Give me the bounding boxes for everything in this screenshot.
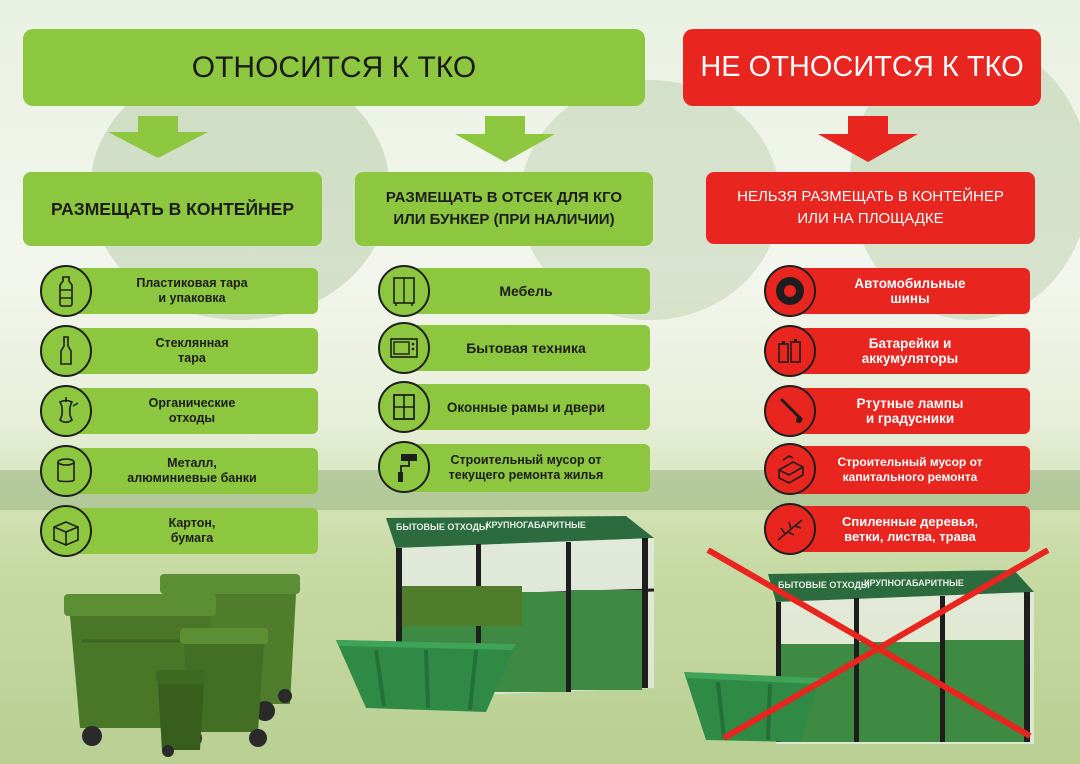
list-item-label: Батарейки и аккумуляторы xyxy=(861,336,959,366)
wardrobe-icon xyxy=(378,265,430,317)
waste-bins-illustration xyxy=(64,574,300,757)
subheader-forbidden: НЕЛЬЗЯ РАЗМЕЩАТЬ В КОНТЕЙНЕР ИЛИ НА ПЛОЩ… xyxy=(706,172,1035,244)
list-item-label: Бытовая техника xyxy=(466,339,586,356)
list-item-label: Строительный мусор от текущего ремонта ж… xyxy=(448,453,604,482)
list-item-label: Органические отходы xyxy=(148,396,236,425)
list-item-windows-doors: Оконные рамы и двери xyxy=(402,384,650,430)
header-not-belongs-label: НЕ ОТНОСИТСЯ К ТКО xyxy=(700,51,1024,83)
shelter-sign-household: БЫТОВЫЕ ОТХОДЫ xyxy=(778,580,870,590)
list-item-furniture: Мебель xyxy=(402,268,650,314)
list-item-label: Автомобильные шины xyxy=(854,276,966,306)
subheader-container-label: РАЗМЕЩАТЬ В КОНТЕЙНЕР xyxy=(50,198,295,219)
plastic-bottle-icon xyxy=(40,265,92,317)
list-item-capital-repair-debris: Строительный мусор от капитального ремон… xyxy=(790,446,1030,494)
paint-roller-icon xyxy=(378,441,430,493)
list-item-label: Картон, бумага xyxy=(168,516,216,545)
list-item-label: Ртутные лампы и градусники xyxy=(856,396,964,426)
thermometer-icon xyxy=(764,385,816,437)
tire-icon xyxy=(764,265,816,317)
list-item-batteries: Батарейки и аккумуляторы xyxy=(790,328,1030,374)
list-item-glass: Стеклянная тара xyxy=(66,328,318,374)
battery-icon xyxy=(764,325,816,377)
microwave-icon xyxy=(378,322,430,374)
list-item-cardboard: Картон, бумага xyxy=(66,508,318,554)
can-icon xyxy=(40,445,92,497)
list-item-cut-trees: Спиленные деревья, ветки, листва, трава xyxy=(790,506,1030,552)
header-not-belongs-to-msw: НЕ ОТНОСИТСЯ К ТКО xyxy=(683,29,1041,106)
down-arrow-icon xyxy=(455,116,555,162)
subheader-container: РАЗМЕЩАТЬ В КОНТЕЙНЕР xyxy=(23,172,322,246)
forbidden-site-illustration: БЫТОВЫЕ ОТХОДЫ КРУПНОГАБАРИТНЫЕ xyxy=(684,548,1050,744)
list-item-label: Строительный мусор от капитального ремон… xyxy=(837,455,983,484)
header-belongs-to-msw: ОТНОСИТСЯ К ТКО xyxy=(23,29,645,106)
window-frame-icon xyxy=(378,381,430,433)
list-item-label: Пластиковая тара и упаковка xyxy=(136,276,248,305)
subheader-kgo: РАЗМЕЩАТЬ В ОТСЕК ДЛЯ КГО ИЛИ БУНКЕР (ПР… xyxy=(355,172,653,246)
apple-core-icon xyxy=(40,385,92,437)
glass-bottle-icon xyxy=(40,325,92,377)
bricks-icon xyxy=(764,443,816,495)
list-item-label: Оконные рамы и двери xyxy=(446,399,606,415)
branch-icon xyxy=(764,503,816,555)
list-item-label: Спиленные деревья, ветки, листва, трава xyxy=(841,514,979,544)
subheader-kgo-label: РАЗМЕЩАТЬ В ОТСЕК ДЛЯ КГО ИЛИ БУНКЕР (ПР… xyxy=(385,189,623,228)
down-arrow-icon xyxy=(108,116,208,158)
shelter-sign-bulky: КРУПНОГАБАРИТНЫЕ xyxy=(486,520,586,530)
list-item-tires: Автомобильные шины xyxy=(790,268,1030,314)
list-item-label: Стеклянная тара xyxy=(155,336,229,365)
down-arrow-icon xyxy=(818,116,918,162)
list-item-metal: Металл, алюминиевые банки xyxy=(66,448,318,494)
list-item-repair-debris: Строительный мусор от текущего ремонта ж… xyxy=(402,444,650,492)
header-belongs-label: ОТНОСИТСЯ К ТКО xyxy=(191,50,477,84)
list-item-organic: Органические отходы xyxy=(66,388,318,434)
cardboard-box-icon xyxy=(40,505,92,557)
list-item-appliances: Бытовая техника xyxy=(402,325,650,371)
subheader-forbidden-label: НЕЛЬЗЯ РАЗМЕЩАТЬ В КОНТЕЙНЕР ИЛИ НА ПЛОЩ… xyxy=(737,188,1004,227)
shelter-sign-household: БЫТОВЫЕ ОТХОДЫ xyxy=(396,522,488,532)
shelter-sign-bulky: КРУПНОГАБАРИТНЫЕ xyxy=(864,578,964,588)
list-item-plastic: Пластиковая тара и упаковка xyxy=(66,268,318,314)
list-item-mercury-lamps: Ртутные лампы и градусники xyxy=(790,388,1030,434)
list-item-label: Мебель xyxy=(499,282,553,299)
bulky-waste-shelter-illustration: БЫТОВЫЕ ОТХОДЫ КРУПНОГАБАРИТНЫЕ xyxy=(336,516,654,712)
list-item-label: Металл, алюминиевые банки xyxy=(127,456,257,485)
